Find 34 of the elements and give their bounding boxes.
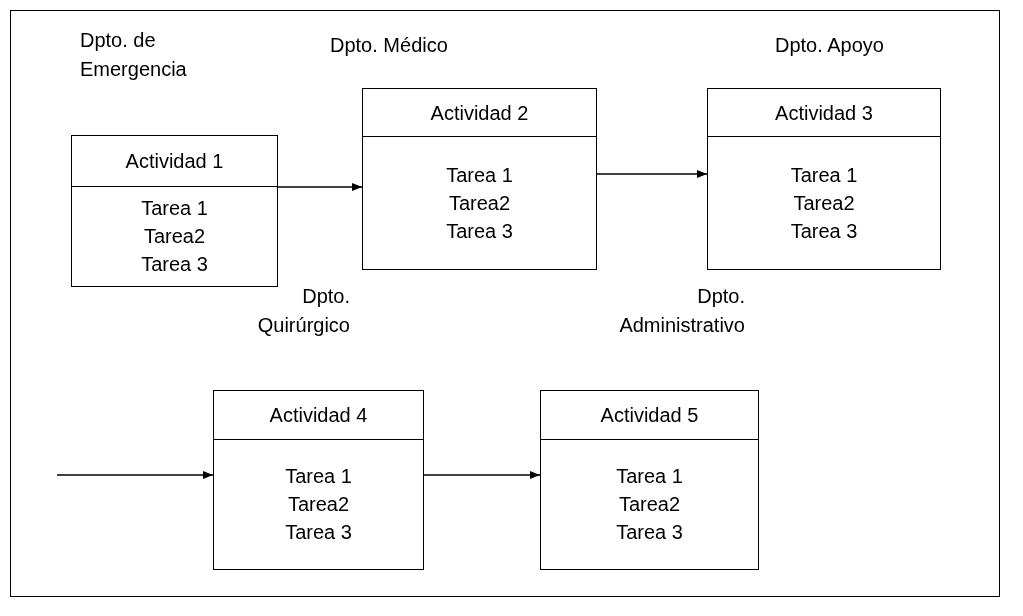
task-text: Tarea2 <box>287 492 350 517</box>
task-text: Tarea2 <box>448 190 511 216</box>
department-label: Dpto. Apoyo <box>775 33 885 58</box>
arrow <box>423 471 541 479</box>
task-text: Tarea 3 <box>790 218 858 244</box>
activity-box <box>71 135 278 287</box>
task-text: Tarea 1 <box>616 464 683 489</box>
activity-box <box>707 88 941 270</box>
task-text: Tarea 3 <box>141 252 208 277</box>
task-text: Tarea 3 <box>616 520 683 545</box>
task-text: Tarea 1 <box>285 464 352 489</box>
task-text: Tarea 1 <box>446 162 513 188</box>
activity-box <box>540 390 759 570</box>
arrow <box>596 170 708 178</box>
department-label: Dpto. Quirúrgico <box>256 284 350 338</box>
department-label: Dpto. Administrativo <box>618 284 745 338</box>
task-text: Tarea 1 <box>790 162 858 188</box>
activity-title: Actividad 1 <box>125 149 224 174</box>
task-text: Tarea2 <box>143 224 206 249</box>
arrow <box>56 471 214 479</box>
task-text: Tarea2 <box>793 190 855 216</box>
department-label: Dpto. de Emergencia <box>80 28 188 82</box>
task-text: Tarea 3 <box>285 520 352 545</box>
activity-title: Actividad 4 <box>269 403 368 428</box>
arrow <box>277 183 363 191</box>
task-text: Tarea 1 <box>141 196 208 221</box>
activity-title: Actividad 5 <box>600 403 699 428</box>
activity-title: Actividad 2 <box>430 100 529 126</box>
activity-box <box>213 390 424 570</box>
activity-title: Actividad 3 <box>775 100 873 126</box>
department-label: Dpto. Médico <box>330 33 449 58</box>
activity-box <box>362 88 597 270</box>
task-text: Tarea 3 <box>446 218 513 244</box>
task-text: Tarea2 <box>618 492 681 517</box>
